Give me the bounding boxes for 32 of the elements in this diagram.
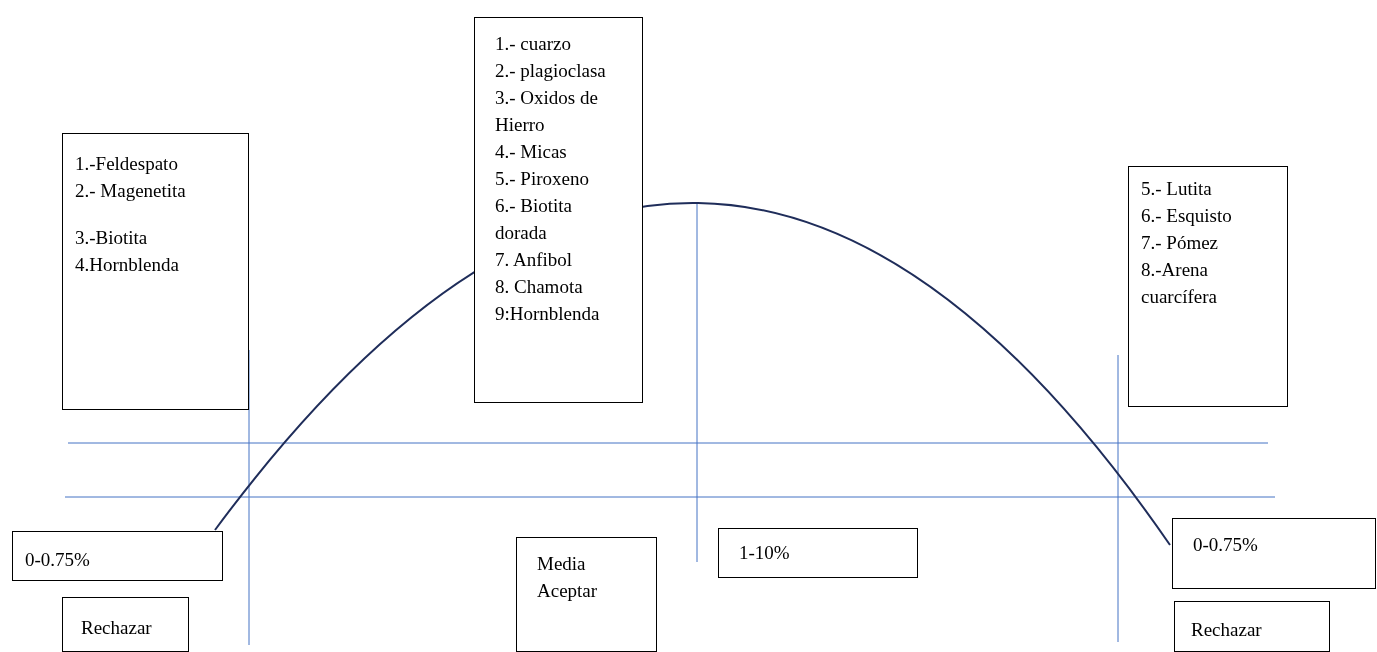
list-item: 6.- Esquisto [1141, 204, 1233, 228]
text-box [62, 597, 189, 652]
text-box [12, 531, 223, 581]
text-box [1174, 601, 1330, 652]
text-box [62, 133, 249, 410]
list-item: 4.Hornblenda [75, 253, 180, 277]
list-item: 1.- cuarzo [495, 32, 572, 56]
list-item: 0-0.75% [25, 548, 91, 572]
text-box [474, 17, 643, 403]
list-item: 5.- Piroxeno [495, 167, 590, 191]
list-item: 2.- plagioclasa [495, 59, 607, 83]
list-item: 8. Chamota [495, 275, 584, 299]
text-box [1128, 166, 1288, 407]
list-item: 1-10% [739, 541, 791, 565]
text-box [1172, 518, 1376, 589]
list-item: Rechazar [81, 616, 153, 640]
list-item: 9:Hornblenda [495, 302, 601, 326]
list-item: 2.- Magenetita [75, 179, 187, 203]
list-item: 5.- Lutita [1141, 177, 1213, 201]
list-item: 7. Anfibol [495, 248, 574, 272]
list-item: 7.- Pómez [1141, 231, 1220, 255]
list-item: Media Aceptar [537, 552, 599, 603]
list-item: 8.-Arena cuarcífera [1141, 258, 1218, 309]
list-item: 0-0.75% [1193, 533, 1259, 557]
list-item: 1.-Feldespato [75, 152, 179, 176]
text-box [516, 537, 657, 652]
text-box [718, 528, 918, 578]
list-item: 4.- Micas [495, 140, 568, 164]
list-item: 3.- Oxidos de Hierro [495, 86, 599, 137]
list-item: Rechazar [1191, 618, 1263, 642]
list-item: 3.-Biotita [75, 226, 149, 250]
list-item: 6.- Biotita dorada [495, 194, 574, 245]
